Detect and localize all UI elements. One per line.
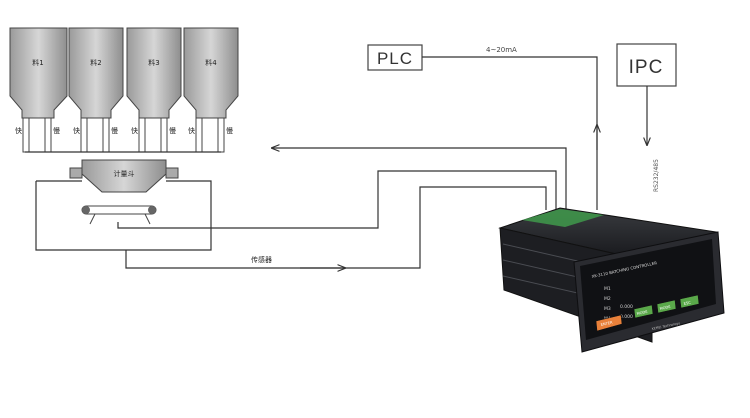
silo-control-line	[272, 148, 567, 210]
silo-1-label: 料1	[32, 58, 43, 67]
hopper-control-line	[117, 170, 557, 229]
controller-value-m3: 0.000	[620, 304, 633, 310]
svg-text:MODE: MODE	[659, 305, 671, 311]
plc-signal-label: 4~20mA	[486, 46, 517, 54]
weigh-hopper: 计量斗	[69, 159, 179, 193]
conveyor-belt	[81, 205, 157, 225]
ipc-box: IPC	[616, 43, 677, 87]
silo-4-fast-label: 快	[188, 126, 195, 135]
sensor-label: 传感器	[251, 255, 272, 264]
silo-4: 料4 快 慢	[183, 27, 239, 153]
ipc-signal-label: RS232/485	[653, 159, 660, 192]
svg-text:ENTER: ENTER	[600, 320, 613, 326]
controller-row-m2: M2	[604, 296, 611, 302]
silo-1-fast-label: 快	[15, 126, 22, 135]
silo-2-label: 料2	[90, 58, 101, 67]
plc-box: PLC	[367, 44, 423, 71]
silo-3-fast-label: 快	[131, 126, 138, 135]
hopper-label: 计量斗	[114, 169, 135, 178]
controller-esc-button[interactable]: ESC	[679, 294, 700, 309]
controller-brand: KEMEI Technology	[651, 321, 680, 331]
controller-mode-button-2[interactable]: MODE	[656, 299, 677, 314]
silo-4-slow-label: 慢	[226, 126, 233, 135]
silo-2-slow-label: 慢	[111, 126, 118, 135]
controller-enter-button[interactable]: ENTER	[595, 314, 623, 332]
sensor-signal-line	[125, 186, 547, 269]
silo-3: 料3 快 慢	[126, 27, 182, 153]
silo-2: 料2 快 慢	[68, 27, 124, 153]
batching-controller: XK-3110 BATCHING CONTROLLER M1 M2 M3 M4 …	[498, 207, 725, 353]
ipc-label: IPC	[629, 57, 664, 78]
svg-text:ESC: ESC	[683, 300, 691, 305]
silo-2-fast-label: 快	[73, 126, 80, 135]
controller-value-m4: 0.000	[620, 314, 633, 320]
svg-text:MODE: MODE	[636, 310, 648, 316]
silo-3-slow-label: 慢	[169, 126, 176, 135]
plc-label: PLC	[377, 49, 413, 68]
plc-signal-line	[422, 56, 598, 210]
silo-1: 料1 快 慢	[9, 27, 68, 153]
hopper-frame-line	[35, 180, 212, 251]
silo-4-label: 料4	[205, 58, 217, 67]
controller-row-m3: M3	[604, 306, 611, 312]
controller-mode-button-1[interactable]: MODE	[633, 304, 654, 319]
controller-row-m1: M1	[604, 286, 611, 292]
silo-1-slow-label: 慢	[53, 126, 60, 135]
silo-3-label: 料3	[148, 58, 159, 67]
